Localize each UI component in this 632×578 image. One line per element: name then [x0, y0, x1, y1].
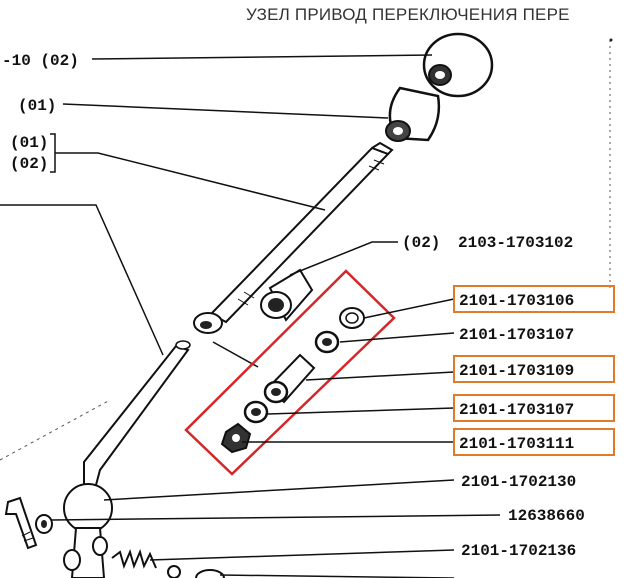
- washer: [35, 514, 53, 534]
- highlight-box: [184, 269, 396, 476]
- leader-bushing: [289, 241, 398, 276]
- leader-shift-lever: [0, 204, 164, 356]
- leader-group: [212, 341, 259, 368]
- callout-bushing-prefix: (02): [402, 234, 440, 252]
- part-number-2: 2101-1703107: [459, 326, 574, 344]
- part-number-1: 2101-1703106: [459, 292, 574, 310]
- part-number-4: 2101-1703107: [459, 401, 574, 419]
- part-number-3: 2101-1703109: [459, 362, 574, 380]
- frame-corner-dot: [609, 38, 613, 42]
- callout-bushing-number: 2103-1703102: [458, 234, 573, 252]
- parts-group: [220, 307, 365, 454]
- leader-pn-7: [51, 514, 501, 521]
- callout-bracket: [50, 133, 56, 173]
- lever-rod: [193, 141, 394, 334]
- callout-lever-01: (01): [10, 134, 48, 152]
- knob-cap: [385, 86, 441, 142]
- part-number-5: 2101-1703111: [459, 435, 574, 453]
- leader-knob: [91, 54, 433, 60]
- bolt: [4, 496, 38, 550]
- part-number-7: 12638660: [508, 507, 585, 525]
- leader-pn-3: [305, 371, 455, 381]
- callout-knob-cap: (01): [18, 97, 56, 115]
- bushing-2103: [260, 268, 314, 322]
- spring: [111, 549, 225, 578]
- callout-knob: -10 (02): [2, 52, 79, 70]
- pn-highlight-4: [453, 394, 615, 422]
- pn-highlight-5: [453, 428, 615, 456]
- pn-highlight-1: [453, 285, 615, 313]
- leader-pn-1: [363, 298, 455, 319]
- part-number-6: 2101-1702130: [461, 473, 576, 491]
- callout-lever-02: (02): [10, 155, 48, 173]
- page-title: УЗЕЛ ПРИВОД ПЕРЕКЛЮЧЕНИЯ ПЕРЕ: [246, 5, 570, 24]
- knob-ball: [422, 32, 494, 98]
- leader-pn-6: [103, 479, 455, 501]
- leader-pn-2: [339, 332, 455, 343]
- pn-highlight-3: [453, 355, 615, 383]
- leader-knob-cap: [62, 103, 389, 119]
- part-number-8: 2101-1702136: [461, 542, 576, 560]
- shift-lever: [63, 340, 191, 578]
- leader-pn-4: [267, 407, 455, 415]
- leader-pn-8: [149, 549, 455, 561]
- leader-lever: [55, 152, 326, 211]
